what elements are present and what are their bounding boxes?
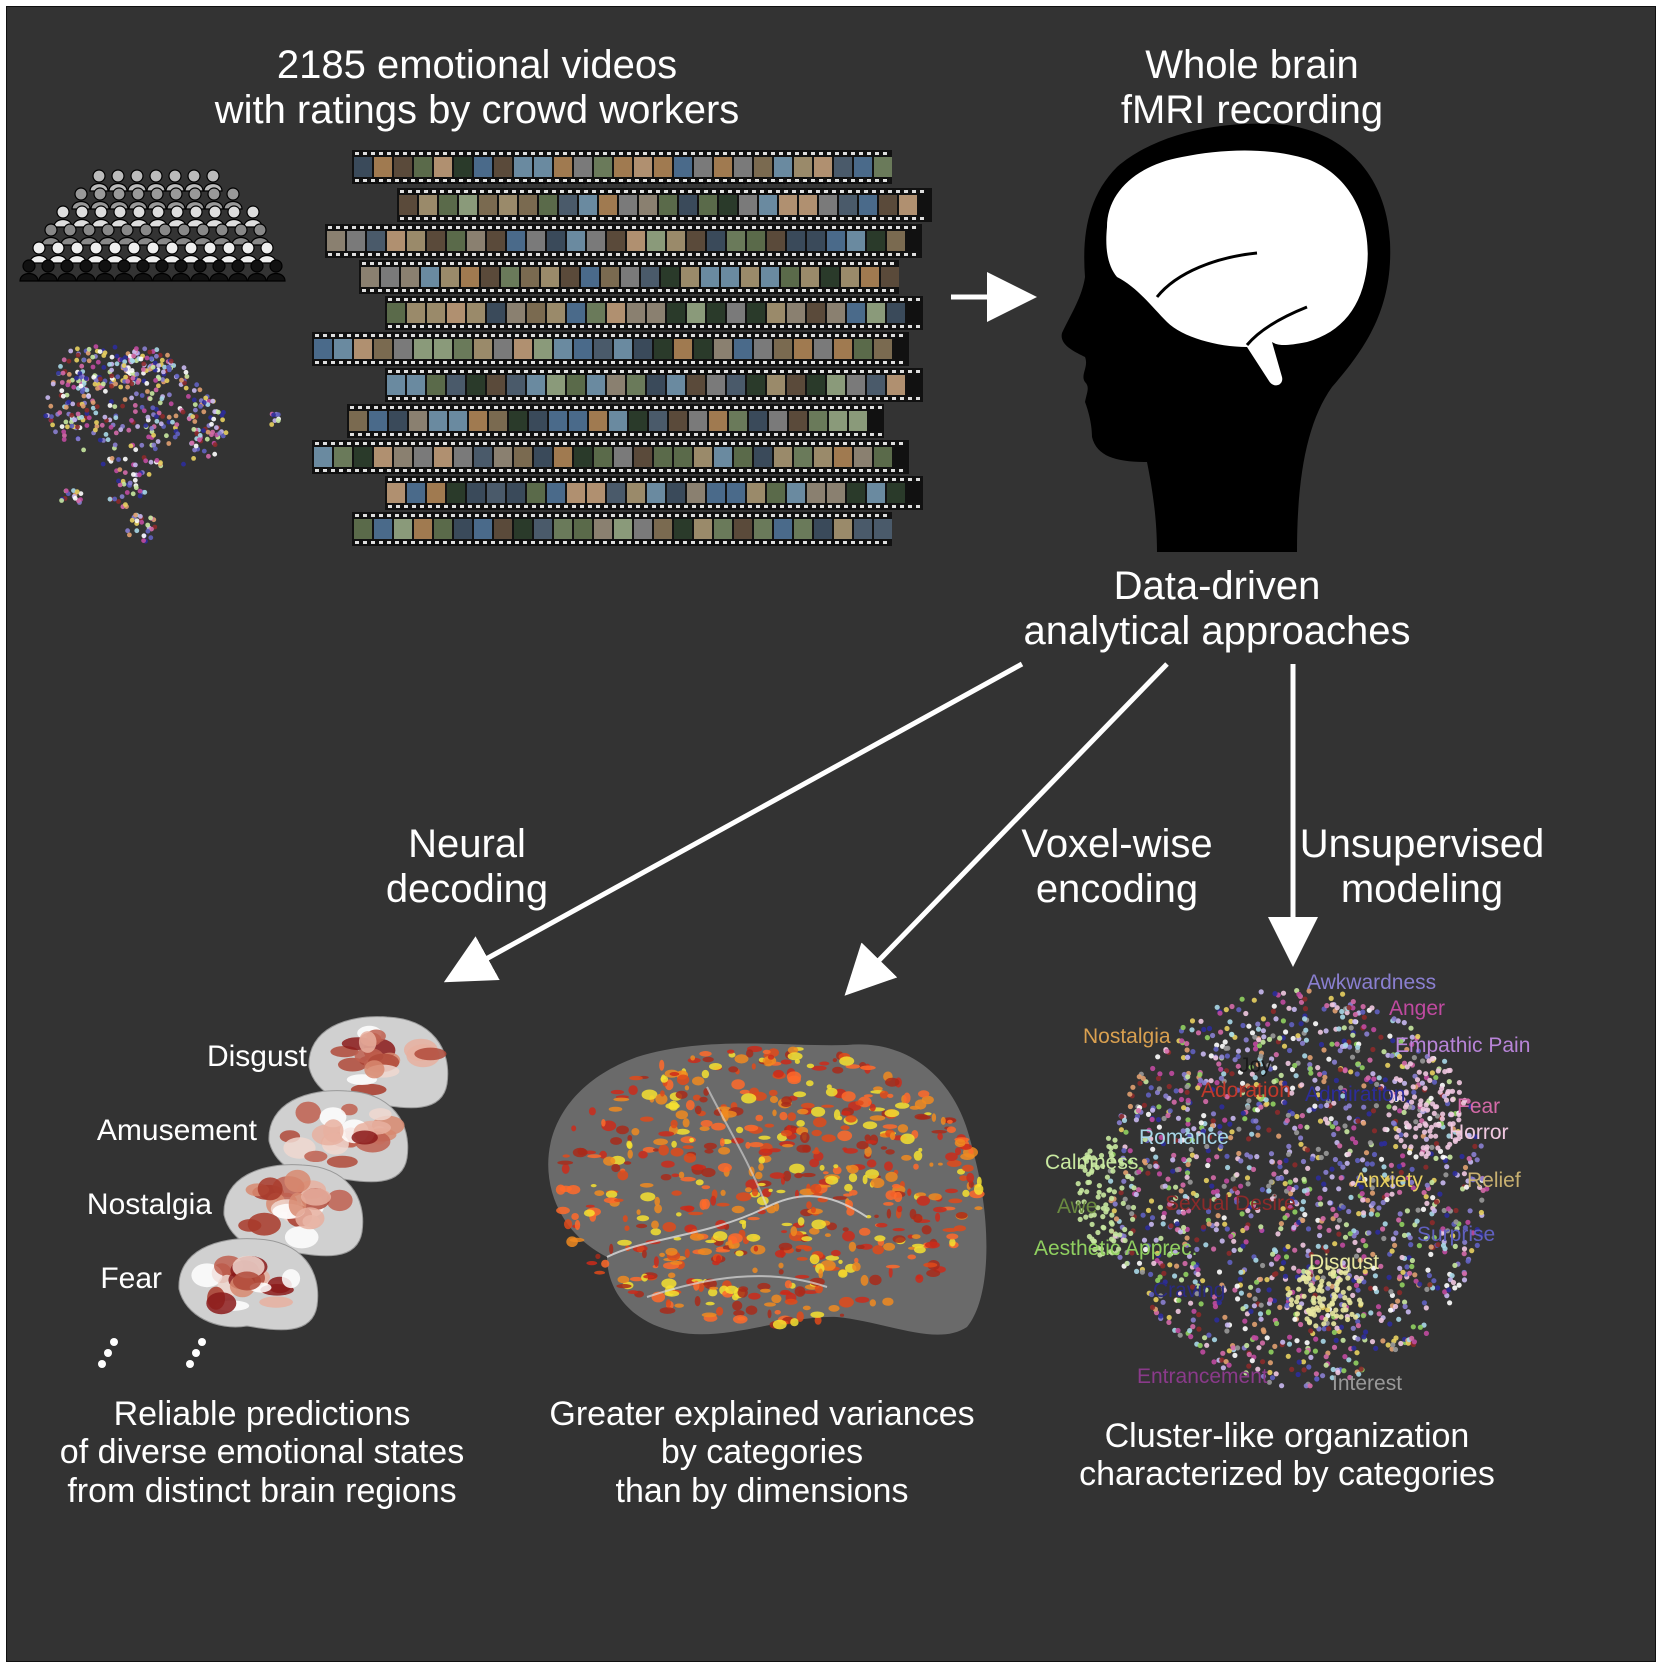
voxel-encoding-label: Voxel-wise encoding: [997, 822, 1237, 912]
cluster-label: Aesthetic Apprec.: [1034, 1237, 1197, 1260]
decoding-label-disgust: Disgust: [206, 1040, 307, 1073]
approaches-line2: analytical approaches: [1023, 609, 1411, 654]
cluster-label: Disgust: [1309, 1251, 1379, 1274]
cluster-label: Awe: [1057, 1195, 1097, 1218]
cluster-label: Awkwardness: [1307, 971, 1436, 994]
neural-decoding-label: Neural decoding: [347, 822, 587, 912]
cluster-label: Entrancement: [1137, 1365, 1268, 1388]
cluster-label: Fear: [1457, 1095, 1500, 1118]
result-decoding-line2: of diverse emotional states: [59, 1433, 465, 1472]
encoding-cortical-map: [548, 1043, 987, 1335]
neural-decoding-line1: Neural: [408, 822, 526, 866]
encoding-arrow-icon: [844, 662, 1169, 996]
decoding-arrow-icon: [443, 661, 1024, 983]
cluster-label: Craving: [1153, 1279, 1225, 1302]
approaches-label: Data-driven analytical approaches: [997, 564, 1437, 654]
unsupervised-line1: Unsupervised: [1299, 822, 1545, 866]
crowd-workers-icon: [19, 169, 286, 282]
approaches-line1: Data-driven: [1113, 564, 1321, 608]
result-encoding-line1: Greater explained variances: [549, 1395, 975, 1433]
cluster-label: Admiration: [1305, 1083, 1405, 1106]
result-decoding-line1: Reliable predictions: [113, 1395, 411, 1433]
ellipsis-dots-icon: [98, 1338, 206, 1368]
decoding-brain-maps: [178, 1016, 449, 1331]
result-decoding-line3: from distinct brain regions: [67, 1471, 457, 1510]
voxel-encoding-line2: encoding: [1035, 867, 1199, 912]
cluster-label: Relief: [1467, 1169, 1521, 1192]
cluster-label: Anxiety: [1354, 1169, 1423, 1192]
result-encoding-line2: by categories: [660, 1433, 864, 1472]
fmri-title-line2: fMRI recording: [1120, 88, 1384, 133]
cluster-label: Romance: [1139, 1126, 1229, 1149]
cluster-label: Calmness: [1045, 1151, 1138, 1174]
cluster-label: Nostalgia: [1083, 1025, 1171, 1048]
result-encoding: Greater explained variances by categorie…: [507, 1395, 1017, 1510]
result-clustering-line1: Cluster-like organization: [1104, 1417, 1470, 1455]
decoding-label-fear: Fear: [100, 1262, 162, 1295]
videos-title: 2185 emotional videos with ratings by cr…: [177, 43, 777, 133]
result-clustering: Cluster-like organization characterized …: [1027, 1417, 1547, 1494]
unsupervised-line2: modeling: [1340, 867, 1504, 912]
unsupervised-label: Unsupervised modeling: [1297, 822, 1547, 912]
cluster-label: Horror: [1449, 1121, 1509, 1144]
rating-embedding-scatter: [43, 344, 281, 544]
fmri-title: Whole brain fMRI recording: [1067, 43, 1437, 133]
result-encoding-line3: than by dimensions: [615, 1471, 909, 1510]
cluster-scatter: [1075, 988, 1490, 1389]
cluster-label: Empathic Pain: [1395, 1034, 1530, 1057]
head-brain-icon: [1061, 123, 1391, 552]
cluster-label: Interest: [1332, 1372, 1402, 1395]
cluster-label: Sexual Desire: [1165, 1192, 1296, 1215]
cluster-label: Anger: [1389, 997, 1445, 1020]
decoding-label-nostalgia: Nostalgia: [86, 1188, 212, 1221]
neural-decoding-line2: decoding: [385, 867, 549, 912]
cluster-label: Surprise: [1417, 1223, 1495, 1246]
result-decoding: Reliable predictions of diverse emotiona…: [7, 1395, 517, 1510]
videos-title-line2: with ratings by crowd workers: [214, 88, 740, 133]
decoding-label-amusement: Amusement: [96, 1114, 257, 1147]
cluster-label: Adoration: [1201, 1079, 1291, 1102]
cluster-label: Joy: [1239, 1054, 1272, 1077]
videos-title-line1: 2185 emotional videos: [276, 43, 678, 87]
result-clustering-line2: characterized by categories: [1079, 1455, 1495, 1494]
video-filmstrips: [312, 150, 932, 546]
fmri-title-line1: Whole brain: [1145, 43, 1359, 87]
voxel-encoding-line1: Voxel-wise: [1021, 822, 1213, 866]
